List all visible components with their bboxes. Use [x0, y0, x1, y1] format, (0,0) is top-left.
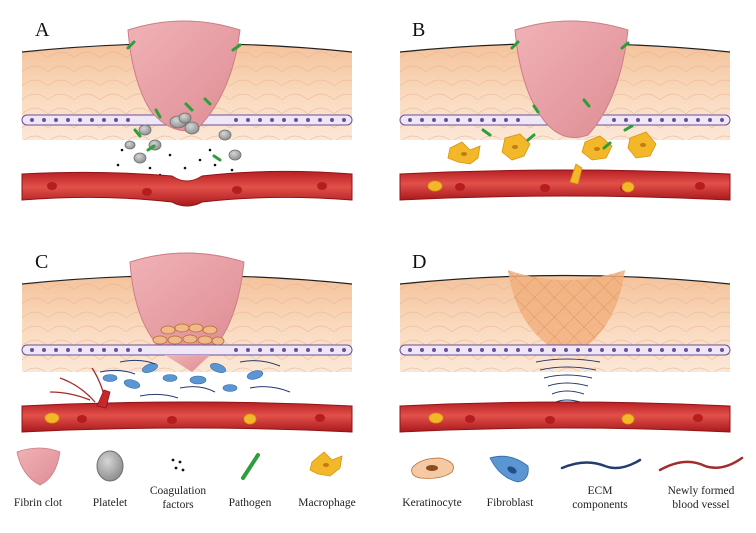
- pathogens: [126, 40, 242, 162]
- fibroblasts: [102, 363, 264, 392]
- legend-label: Pathogen: [229, 497, 272, 509]
- ecm-icon: [560, 458, 642, 470]
- panel-label: D: [412, 251, 426, 273]
- legend-item-platelet: Platelet: [93, 450, 128, 509]
- legend-item-coagulation-factors: Coagulation factors: [150, 458, 206, 511]
- fibrin-clot: [129, 252, 245, 349]
- blood-vessel: [399, 401, 731, 433]
- legend-label: Newly formed: [668, 485, 735, 497]
- legend-label: Coagulation: [150, 485, 206, 497]
- legend: Fibrin clot Platelet Coagulation factors…: [14, 447, 744, 511]
- ecm-scar: [535, 358, 601, 403]
- legend-label: factors: [162, 499, 194, 511]
- legend-item-macrophage: Macrophage: [298, 451, 356, 509]
- legend-label: ECM: [588, 485, 613, 497]
- fibrin-clot: [127, 20, 241, 132]
- panel-c: C: [21, 251, 353, 433]
- legend-item-fibroblast: Fibroblast: [487, 455, 534, 509]
- legend-label: Fibroblast: [487, 497, 534, 509]
- coagulation-factors-icon: [171, 458, 185, 472]
- ecm-fibers: [99, 359, 291, 399]
- new-vessels: [49, 367, 106, 403]
- legend-label: Fibrin clot: [14, 497, 63, 509]
- coagulation-factors: [116, 148, 234, 177]
- platelet-icon: [96, 450, 124, 482]
- panel-label: B: [412, 19, 425, 41]
- legend-item-pathogen: Pathogen: [229, 453, 272, 509]
- legend-item-fibrin-clot: Fibrin clot: [14, 447, 63, 509]
- basement-membrane: [21, 344, 353, 356]
- panel-d: D: [399, 251, 731, 433]
- blood-vessel: [21, 170, 353, 207]
- blood-vessel: [21, 389, 353, 433]
- pathogen-icon: [241, 453, 260, 480]
- legend-label: Macrophage: [298, 497, 355, 509]
- blood-vessel: [399, 163, 731, 201]
- legend-label: components: [572, 499, 628, 511]
- legend-label: Keratinocyte: [402, 497, 461, 509]
- fibrin-clot-icon: [16, 447, 61, 486]
- fibrin-clot: [514, 20, 629, 138]
- basement-membrane: [399, 114, 731, 126]
- panel-b: B: [399, 19, 731, 201]
- new-vessel-icon: [658, 456, 744, 472]
- pathogens: [481, 40, 634, 150]
- legend-item-keratinocyte: Keratinocyte: [402, 457, 462, 509]
- legend-item-new-blood-vessel: Newly formed blood vessel: [658, 456, 744, 511]
- panel-label: A: [35, 19, 50, 41]
- legend-label: Platelet: [93, 497, 128, 509]
- keratinocyte-cluster: [152, 323, 225, 346]
- basement-membrane: [21, 114, 353, 126]
- basement-membrane: [399, 344, 731, 356]
- clot-tip: [165, 355, 210, 372]
- panel-label: C: [35, 251, 48, 273]
- panel-a: A: [21, 19, 353, 207]
- legend-item-ecm-components: ECM components: [560, 458, 642, 511]
- legend-label: blood vessel: [672, 499, 729, 511]
